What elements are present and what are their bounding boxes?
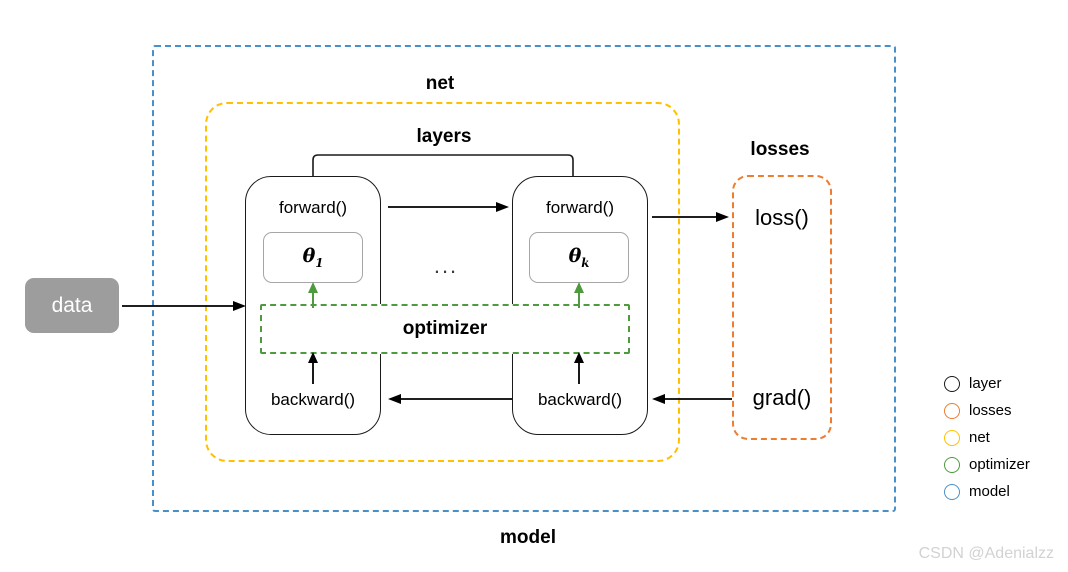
legend-swatch-losses-icon bbox=[944, 402, 960, 419]
legend-item-net: net bbox=[944, 424, 1030, 451]
optimizer-to-theta-1-arrow bbox=[308, 282, 318, 308]
legend-label-layer: layer bbox=[969, 375, 1002, 392]
backward-between-layers-arrow bbox=[388, 394, 512, 404]
theta-1-symbol: θ1 bbox=[302, 245, 324, 270]
net-title: net bbox=[425, 73, 455, 94]
layers-title: layers bbox=[416, 126, 472, 147]
legend-item-model: model bbox=[944, 478, 1030, 505]
legend-label-net: net bbox=[969, 429, 990, 446]
layers-ellipsis: ... bbox=[433, 253, 459, 278]
net-boundary bbox=[205, 102, 680, 462]
legend-item-optimizer: optimizer bbox=[944, 451, 1030, 478]
optimizer-to-theta-k-arrow bbox=[574, 282, 584, 308]
layer-last-param-box: θk bbox=[529, 232, 629, 283]
layer-first-backward-label: backward() bbox=[270, 390, 356, 409]
optimizer-boundary bbox=[260, 304, 630, 354]
legend-swatch-model-icon bbox=[944, 483, 960, 500]
optimizer-label: optimizer bbox=[402, 318, 488, 339]
net-to-loss-arrow bbox=[652, 212, 729, 222]
forward-between-layers-arrow bbox=[388, 202, 509, 212]
legend-label-losses: losses bbox=[969, 402, 1012, 419]
backward-last-to-optimizer-arrow bbox=[574, 352, 584, 384]
layer-first-forward-label: forward() bbox=[278, 198, 347, 217]
layer-first-param-box: θ1 bbox=[263, 232, 363, 283]
data-to-net-arrow bbox=[122, 301, 246, 311]
legend-item-layer: layer bbox=[944, 370, 1030, 397]
layer-last-forward-label: forward() bbox=[545, 198, 614, 217]
legend-swatch-layer-icon bbox=[944, 375, 960, 392]
legend-label-optimizer: optimizer bbox=[969, 456, 1030, 473]
legend-swatch-optimizer-icon bbox=[944, 456, 960, 473]
losses-boundary bbox=[732, 175, 832, 440]
losses-title: losses bbox=[750, 139, 810, 160]
theta-k-symbol: θk bbox=[568, 245, 590, 270]
model-title: model bbox=[500, 527, 556, 548]
grad-label: grad() bbox=[752, 385, 812, 410]
legend-swatch-net-icon bbox=[944, 429, 960, 446]
grad-to-net-arrow bbox=[652, 394, 732, 404]
backward-first-to-optimizer-arrow bbox=[308, 352, 318, 384]
legend-label-model: model bbox=[969, 483, 1010, 500]
watermark: CSDN @Adenialzz bbox=[918, 545, 1054, 562]
model-boundary bbox=[152, 45, 896, 512]
legend: layer losses net optimizer model bbox=[944, 370, 1030, 505]
legend-item-losses: losses bbox=[944, 397, 1030, 424]
data-node: data bbox=[25, 278, 119, 333]
layer-last-backward-label: backward() bbox=[537, 390, 623, 409]
layers-bracket bbox=[312, 154, 574, 178]
loss-label: loss() bbox=[755, 205, 809, 230]
